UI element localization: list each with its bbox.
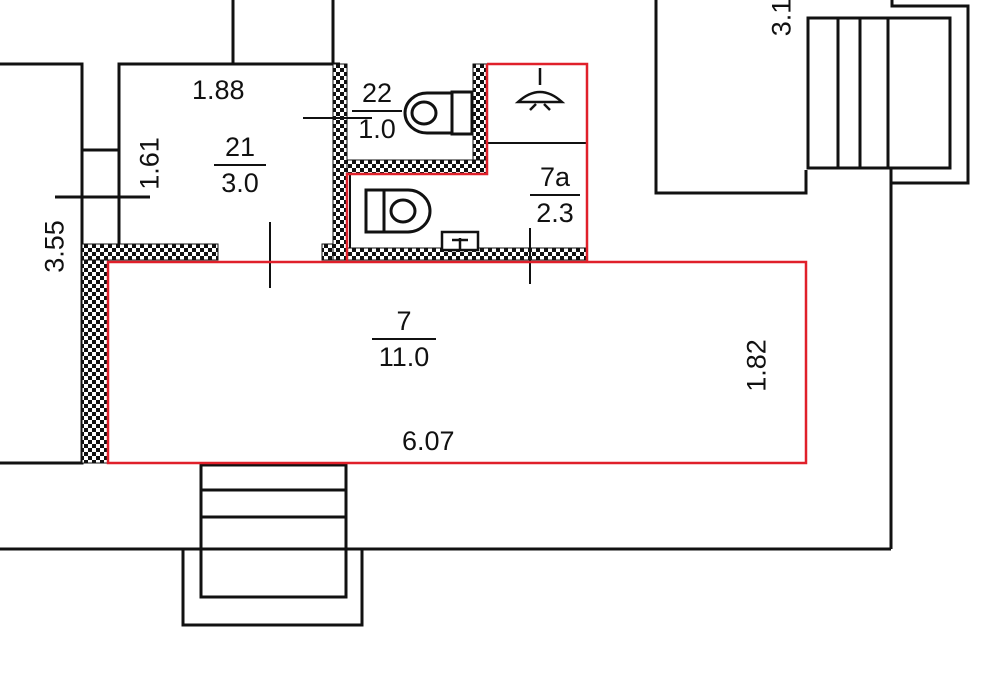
dimension-3-55: 3.55 xyxy=(39,220,70,273)
hatched-walls xyxy=(81,63,588,464)
lower-stair xyxy=(181,463,364,627)
highlight-outline xyxy=(106,62,808,465)
room-21-label: 21 3.0 xyxy=(214,134,266,197)
room-7a-number: 7a xyxy=(530,164,580,196)
toilet-icon-2 xyxy=(364,188,432,234)
heater-icon xyxy=(440,230,480,252)
room-7a-label: 7a 2.3 xyxy=(530,164,580,227)
dimension-1-82: 1.82 xyxy=(741,339,772,392)
room-22-number: 22 xyxy=(352,80,402,112)
room-7a-area: 2.3 xyxy=(536,198,574,228)
sink-icon xyxy=(514,68,566,111)
toilet-icon xyxy=(403,90,474,136)
room-22-label: 22 1.0 xyxy=(352,80,402,143)
dimension-1-61: 1.61 xyxy=(134,137,165,190)
room-21-area: 3.0 xyxy=(221,168,259,198)
upper-right-stair xyxy=(654,0,970,195)
room-21-number: 21 xyxy=(214,134,266,166)
outer-walls xyxy=(0,0,893,551)
dimension-3-1: 3.1 xyxy=(766,0,797,37)
room-7-label: 7 11.0 xyxy=(372,308,436,371)
room-7-area: 11.0 xyxy=(378,342,430,372)
room-7-number: 7 xyxy=(372,308,436,340)
dimension-1-88: 1.88 xyxy=(192,75,245,105)
room-22-area: 1.0 xyxy=(358,114,396,144)
dimension-6-07: 6.07 xyxy=(402,426,455,456)
